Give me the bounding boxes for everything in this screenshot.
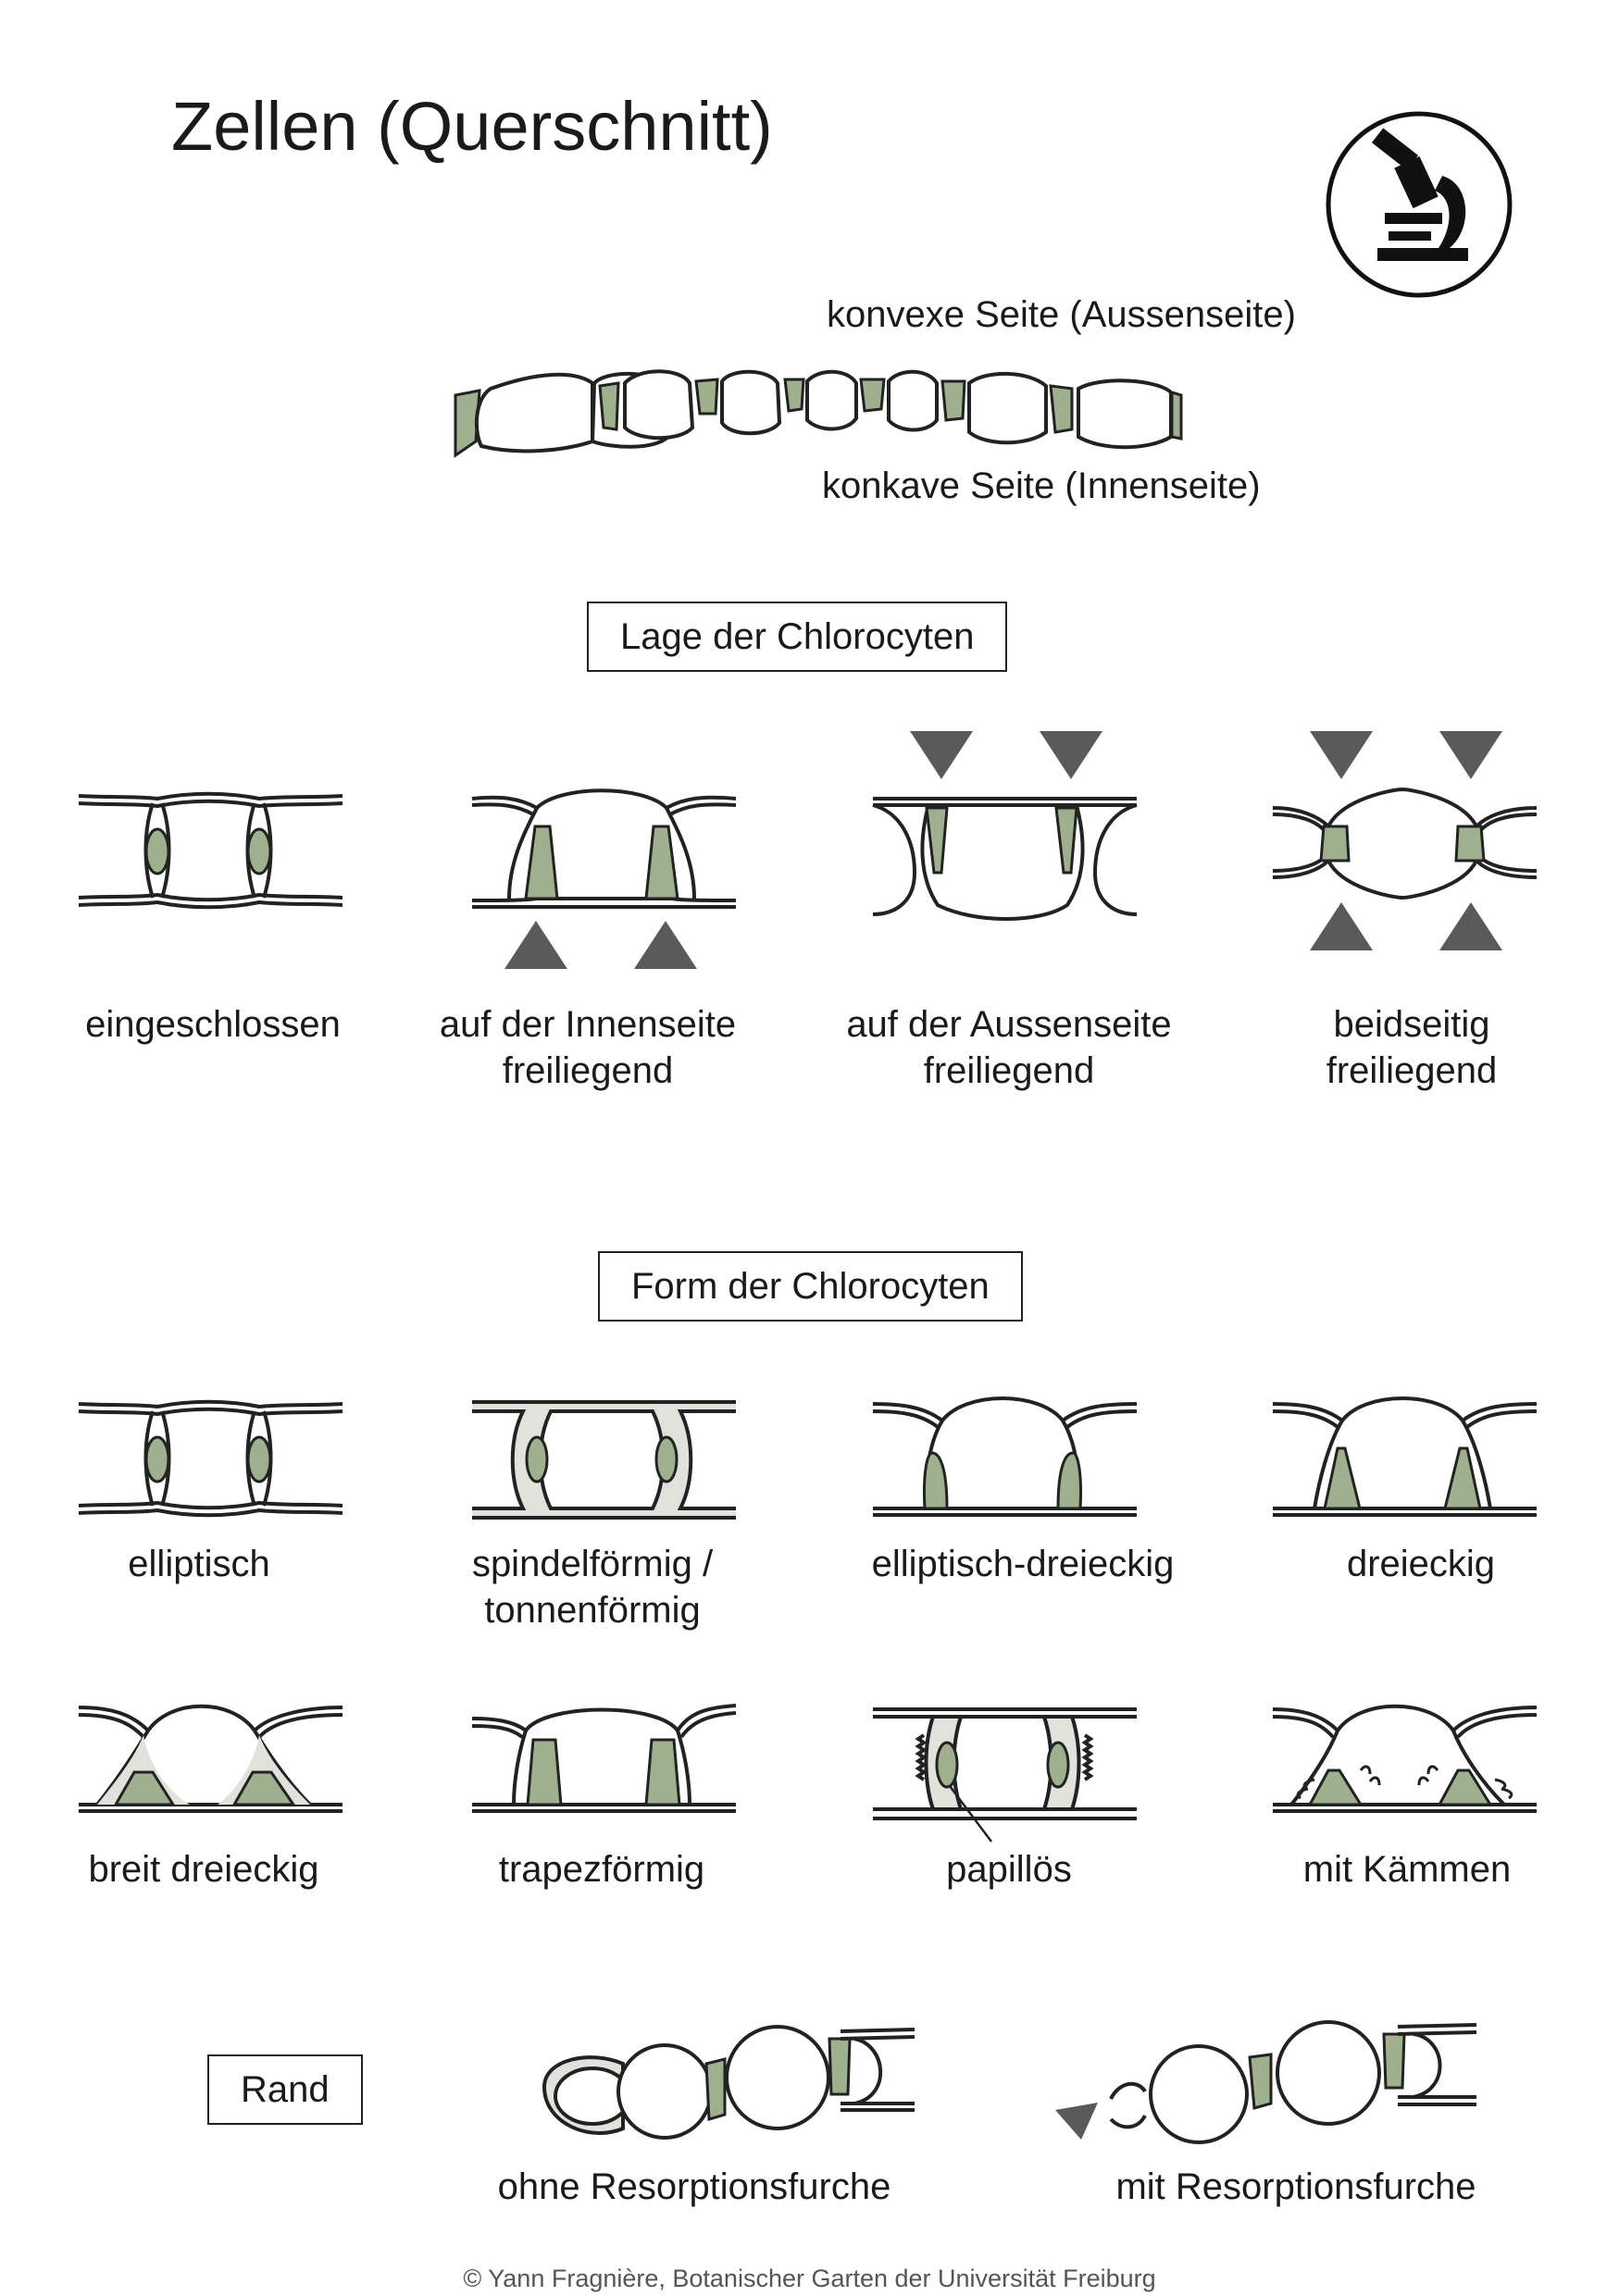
lage-label-4: beidseitig bbox=[1333, 1004, 1490, 1045]
form-label-2: spindelförmig / bbox=[471, 1544, 714, 1584]
cell-enclosed bbox=[78, 791, 343, 910]
lage-label-2: auf der Innenseite bbox=[439, 1004, 737, 1045]
form-label-7: papillös bbox=[946, 1849, 1072, 1890]
form-label-1: elliptisch bbox=[128, 1544, 270, 1584]
form-broad-triangular bbox=[78, 1704, 343, 1813]
page-title: Zellen (Querschnitt) bbox=[171, 88, 773, 165]
arrows-inner bbox=[504, 921, 697, 969]
lage-label-3b: freiliegend bbox=[923, 1050, 1095, 1091]
form-label-3: elliptisch-dreieckig bbox=[871, 1544, 1175, 1584]
cell-outer-exposed bbox=[872, 797, 1138, 921]
lage-label-4b: freiliegend bbox=[1326, 1050, 1498, 1091]
form-label-8: mit Kämmen bbox=[1302, 1849, 1512, 1890]
margin-without-furrow bbox=[542, 2025, 915, 2140]
form-heading: Form der Chlorocyten bbox=[598, 1251, 1023, 1322]
arrows-both-top bbox=[1310, 731, 1502, 779]
form-label-4: dreieckig bbox=[1346, 1544, 1496, 1584]
leaf-cross-section-overview bbox=[454, 369, 1183, 458]
form-papillose bbox=[873, 1707, 1137, 1843]
form-spindle bbox=[472, 1400, 736, 1520]
lage-heading: Lage der Chlorocyten bbox=[587, 602, 1008, 672]
rand-label-1: ohne Resorptionsfurche bbox=[497, 2166, 891, 2207]
form-label-5: breit dreieckig bbox=[88, 1849, 319, 1890]
cell-both-exposed bbox=[1272, 787, 1538, 900]
rand-label-2: mit Resorptionsfurche bbox=[1115, 2166, 1476, 2207]
form-with-combs bbox=[1272, 1704, 1538, 1813]
lage-label-2b: freiliegend bbox=[502, 1050, 674, 1091]
copyright-credit: © Yann Fragnière, Botanischer Garten der… bbox=[463, 2265, 1156, 2292]
concave-side-label: konkave Seite (Innenseite) bbox=[822, 465, 1261, 506]
lage-label-3: auf der Aussenseite bbox=[846, 1004, 1172, 1045]
lage-label-1: eingeschlossen bbox=[85, 1004, 341, 1045]
form-label-2b: tonnenförmig bbox=[484, 1590, 701, 1631]
margin-with-furrow bbox=[1109, 2020, 1477, 2144]
arrow-furrow bbox=[1055, 2103, 1098, 2140]
form-elliptic bbox=[78, 1399, 343, 1518]
form-triangular bbox=[1272, 1396, 1538, 1517]
form-label-6: trapezförmig bbox=[498, 1849, 705, 1890]
rand-heading: Rand bbox=[207, 2054, 363, 2125]
form-elliptic-triangular bbox=[872, 1396, 1138, 1517]
microscope-icon bbox=[1326, 111, 1513, 298]
cell-inner-exposed bbox=[471, 788, 737, 909]
convex-side-label: konvexe Seite (Aussenseite) bbox=[827, 294, 1296, 335]
form-trapezoid bbox=[471, 1704, 737, 1813]
arrows-both-bottom bbox=[1310, 902, 1502, 950]
arrows-outer bbox=[910, 731, 1102, 779]
